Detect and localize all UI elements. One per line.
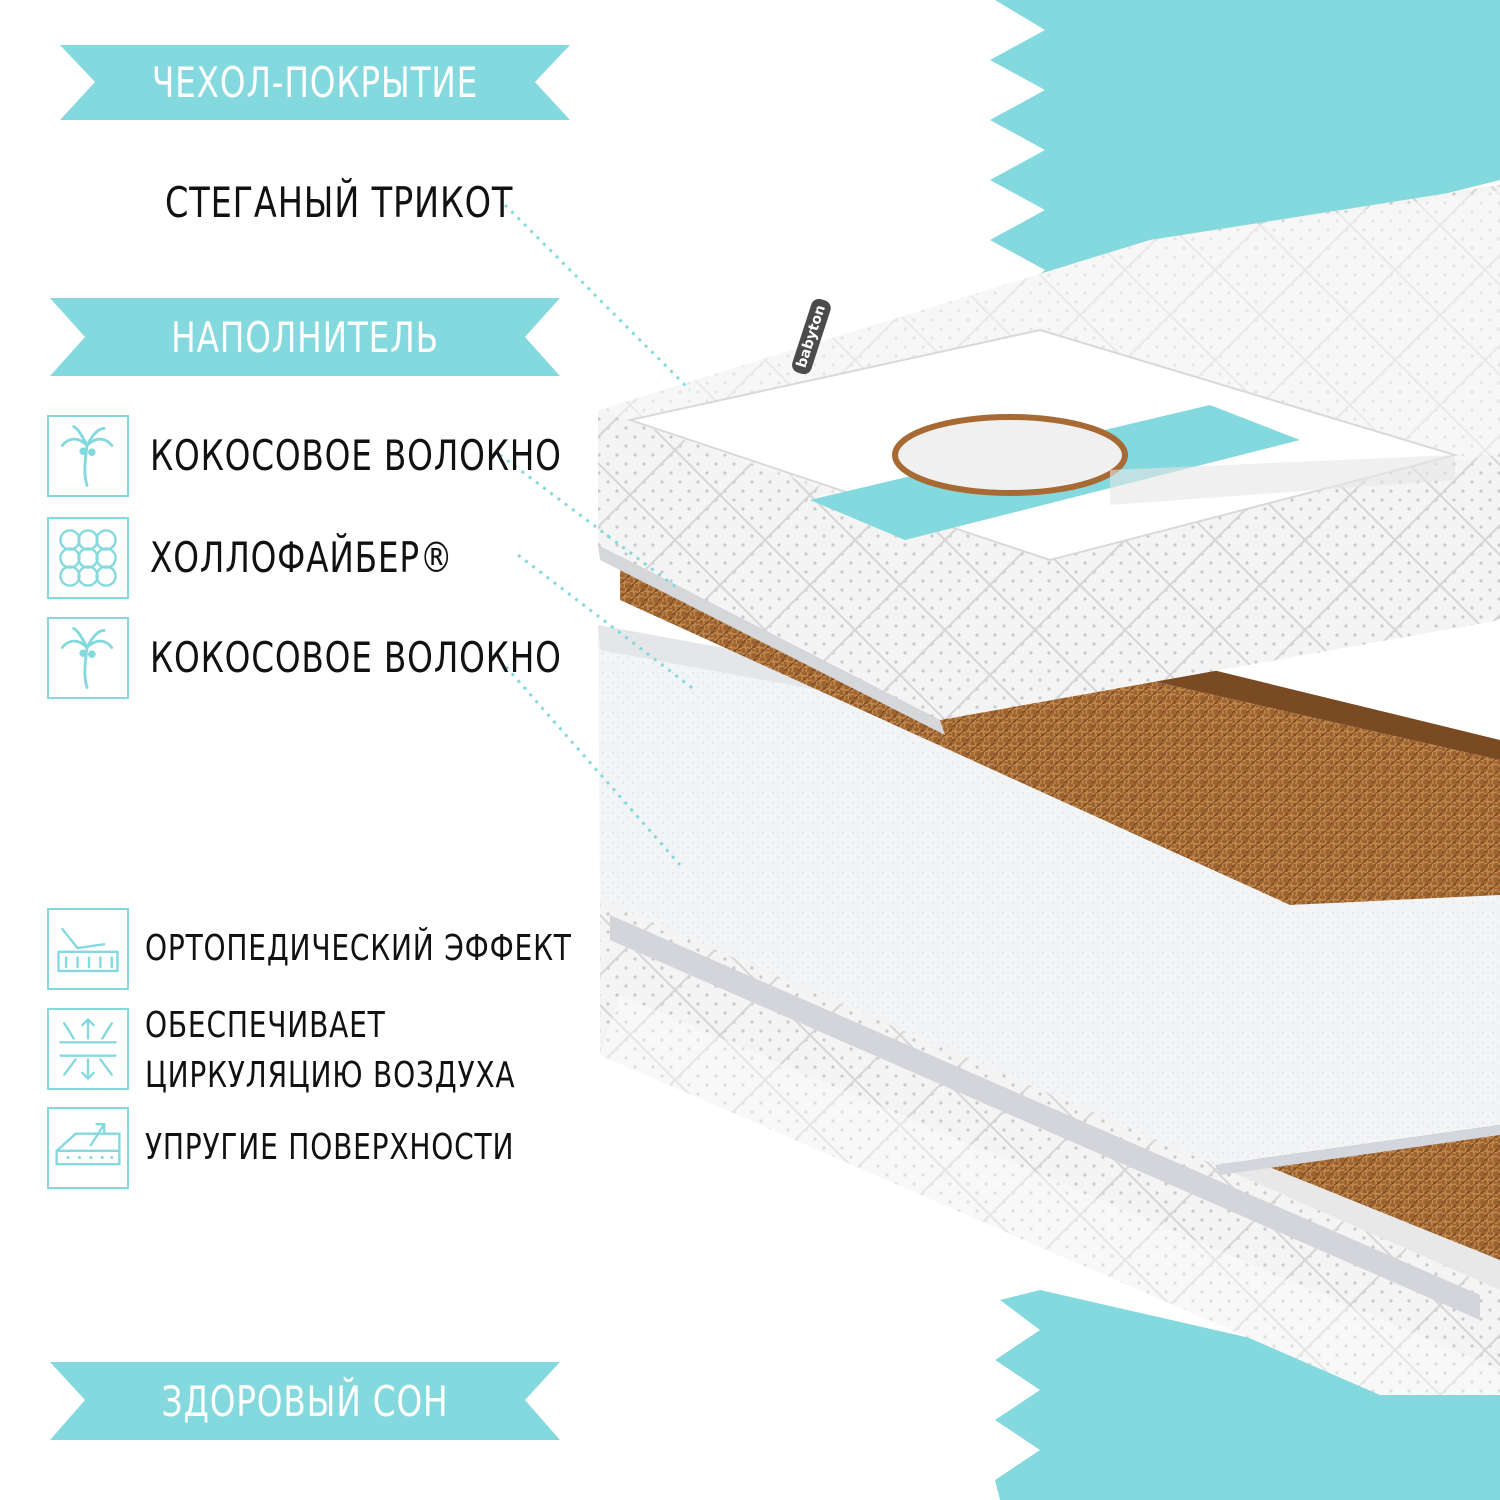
filler-item-hollofiber: ХОЛЛОФАЙБЕР®	[150, 533, 454, 582]
orthopedic-support-icon	[47, 908, 129, 990]
ribbon-filler: НАПОЛНИТЕЛЬ	[171, 312, 439, 362]
cover-material-label: СТЕГАНЫЙ ТРИКОТ	[165, 178, 514, 227]
hollofiber-balls-icon	[47, 517, 129, 599]
feature-air-circulation-line1: ОБЕСПЕЧИВАЕТ	[145, 1005, 386, 1046]
leader-lines	[498, 203, 696, 866]
ribbon-cover: ЧЕХОЛ-ПОКРЫТИЕ	[151, 58, 479, 107]
feature-elastic-surfaces: УПРУГИЕ ПОВЕРХНОСТИ	[145, 1127, 515, 1168]
top-right-accent-panel	[990, 0, 1500, 305]
palm-tree-icon	[47, 415, 129, 497]
air-circulation-icon	[47, 1008, 129, 1090]
filler-item-coconut-bottom: КОКОСОВОЕ ВОЛОКНО	[150, 633, 562, 682]
palm-tree-icon	[47, 617, 129, 699]
ribbon-healthy-sleep: ЗДОРОВЫЙ СОН	[161, 1376, 449, 1426]
filler-item-coconut-top: КОКОСОВОЕ ВОЛОКНО	[150, 431, 562, 480]
product-package-label	[626, 328, 1459, 562]
ribbon-shapes	[50, 45, 570, 1440]
elastic-surface-icon	[47, 1107, 129, 1189]
bottom-right-accent-panel	[995, 1290, 1500, 1500]
feature-air-circulation-line2: ЦИРКУЛЯЦИЮ ВОЗДУХА	[145, 1055, 516, 1096]
feature-orthopedic-effect: ОРТОПЕДИЧЕСКИЙ ЭФФЕКТ	[145, 928, 572, 969]
